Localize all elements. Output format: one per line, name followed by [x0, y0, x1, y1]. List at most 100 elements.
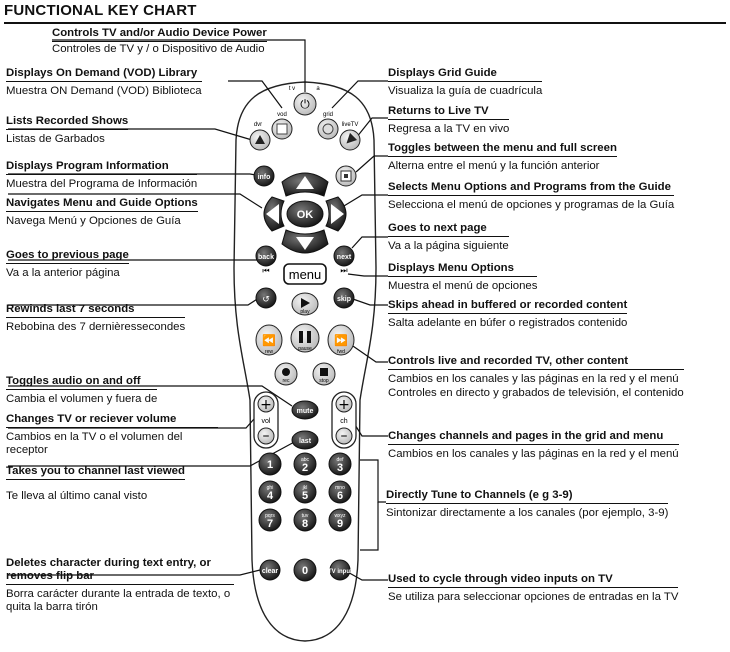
digit-3-letters: def: [337, 457, 345, 463]
tv-input-button[interactable]: [329, 559, 351, 581]
label-info-en: Displays Program Information: [6, 160, 198, 175]
digit-5-button[interactable]: [293, 480, 317, 504]
label-select-en: Selects Menu Options and Programs from t…: [388, 181, 675, 196]
label-tune-en: Directly Tune to Channels (e g 3-9): [386, 489, 669, 504]
label-rewind: Rewinds last 7 seconds Rebobina des 7 de…: [6, 303, 186, 334]
vod-label: vod: [277, 112, 287, 118]
info-button[interactable]: [253, 165, 275, 187]
digit-2-label: 2: [302, 462, 308, 474]
digit-2-button[interactable]: [293, 452, 317, 476]
minus-icon: –: [341, 428, 348, 444]
digit-8-button[interactable]: [293, 508, 317, 532]
stop-sub-label: stop: [319, 378, 329, 384]
label-rewind-en: Rewinds last 7 seconds: [6, 303, 186, 318]
label-controls-live-es2: Controles en directo y grabados de telev…: [388, 387, 684, 399]
dvr-label: dvr: [254, 122, 262, 128]
label-power-es: Controles de TV y / o Dispositivo de Aud…: [52, 43, 265, 55]
power-button[interactable]: [293, 92, 317, 116]
skip-button[interactable]: [333, 287, 355, 309]
digit-4-button[interactable]: [258, 480, 282, 504]
label-vod-es: Muestra ON Demand (VOD) Biblioteca: [6, 85, 202, 97]
left-arrow-icon: [266, 204, 279, 224]
livetv-icon: [346, 132, 358, 144]
label-toggle-menu: Toggles between the menu and full screen…: [388, 142, 617, 173]
clear-button-label: clear: [262, 568, 279, 575]
label-livetv: Returns to Live TV Regresa a la TV en vi…: [388, 105, 510, 136]
vod-icon: [276, 123, 288, 135]
next-button-label: next: [337, 254, 352, 261]
label-tune-es: Sintonizar directamente a los canales (p…: [386, 507, 669, 519]
title-rule: [4, 22, 726, 24]
ok-button[interactable]: [286, 200, 324, 228]
ok-label: OK: [297, 209, 314, 221]
label-toggle-menu-es: Alterna entre el menú y la función anter…: [388, 160, 600, 172]
digit-1-button[interactable]: [258, 452, 282, 476]
label-menu-es: Muestra el menú de opciones: [388, 280, 538, 292]
label-power-en: Controls TV and/or Audio Device Power: [52, 27, 267, 42]
label-mute-es: Cambia el volumen y fuera de: [6, 393, 158, 405]
channel-down-button[interactable]: [335, 427, 353, 445]
label-clear: Deletes character during text entry, or …: [6, 557, 234, 614]
label-skip-en: Skips ahead in buffered or recorded cont…: [388, 299, 628, 314]
label-mute-en: Toggles audio on and off: [6, 375, 158, 390]
menu-button[interactable]: [283, 263, 327, 285]
mute-button[interactable]: [291, 400, 319, 420]
last-button[interactable]: [291, 430, 319, 450]
label-guide: Displays Grid Guide Visualiza la guía de…: [388, 67, 543, 98]
channel-up-button[interactable]: [335, 395, 353, 413]
digit-0-label: 0: [302, 565, 308, 577]
back-button[interactable]: [255, 245, 277, 267]
label-last: Takes you to channel last viewed Te llev…: [6, 465, 185, 503]
clear-button[interactable]: [259, 559, 281, 581]
label-volume: Changes TV or reciever volume Cambios en…: [6, 413, 218, 457]
play-sub-label: play: [300, 309, 310, 315]
stop-icon: [320, 368, 328, 376]
label-tune: Directly Tune to Channels (e g 3-9) Sint…: [386, 489, 669, 520]
label-channels-en: Changes channels and pages in the grid a…: [388, 430, 679, 445]
fast-forward-button[interactable]: [327, 324, 355, 356]
digit-3-button[interactable]: [328, 452, 352, 476]
next-button[interactable]: [333, 245, 355, 267]
fast-forward-icon: ⏩: [334, 334, 348, 347]
replay-icon: ↺: [262, 295, 270, 305]
label-recorded-es: Listas de Garbados: [6, 133, 105, 145]
chart-title: FUNCTIONAL KEY CHART: [4, 2, 197, 19]
vol-label: vol: [262, 418, 271, 425]
volume-up-button[interactable]: [257, 395, 275, 413]
label-clear-en: Deletes character during text entry, or …: [6, 557, 234, 585]
skip-button-label: skip: [337, 296, 351, 303]
plus-icon: +: [338, 397, 350, 413]
digit-6-button[interactable]: [328, 480, 352, 504]
rewind-button[interactable]: [255, 324, 283, 356]
label-rewind-es: Rebobina des 7 dernièressecondes: [6, 321, 186, 333]
remote-body: [233, 81, 377, 642]
label-livetv-es: Regresa a la TV en vivo: [388, 123, 510, 135]
back-button-label: back: [258, 254, 274, 261]
label-guide-en: Displays Grid Guide: [388, 67, 543, 82]
livetv-label: liveTV: [342, 122, 359, 128]
minus-icon: –: [263, 428, 270, 444]
replay-button[interactable]: [255, 287, 277, 309]
label-next-page-en: Goes to next page: [388, 222, 509, 237]
label-input-es: Se utiliza para seleccionar opciones de …: [388, 591, 679, 603]
label-navigate-en: Navigates Menu and Guide Options: [6, 197, 198, 212]
tv-label: t v: [289, 86, 295, 92]
digit-5-letters: jkl: [302, 485, 308, 491]
label-volume-es: Cambios en la TV o el volumen del recept…: [6, 431, 183, 456]
rec-sub-label: rec: [283, 378, 290, 384]
info-button-label: info: [258, 174, 271, 181]
digit-1-label: 1: [267, 459, 273, 471]
label-vod-en: Displays On Demand (VOD) Library: [6, 67, 202, 82]
digit-8-label: 8: [302, 518, 308, 530]
digit-0-button[interactable]: [293, 558, 317, 582]
label-prev-page-en: Goes to previous page: [6, 249, 129, 264]
plus-icon: +: [260, 397, 272, 413]
digit-3-label: 3: [337, 462, 343, 474]
digit-9-button[interactable]: [328, 508, 352, 532]
volume-down-button[interactable]: [257, 427, 275, 445]
pause-button[interactable]: [290, 323, 320, 353]
pause-icon: [299, 331, 303, 343]
digit-7-button[interactable]: [258, 508, 282, 532]
fwd-sub-label: fwd: [337, 349, 345, 355]
aux-label: a: [316, 86, 320, 92]
